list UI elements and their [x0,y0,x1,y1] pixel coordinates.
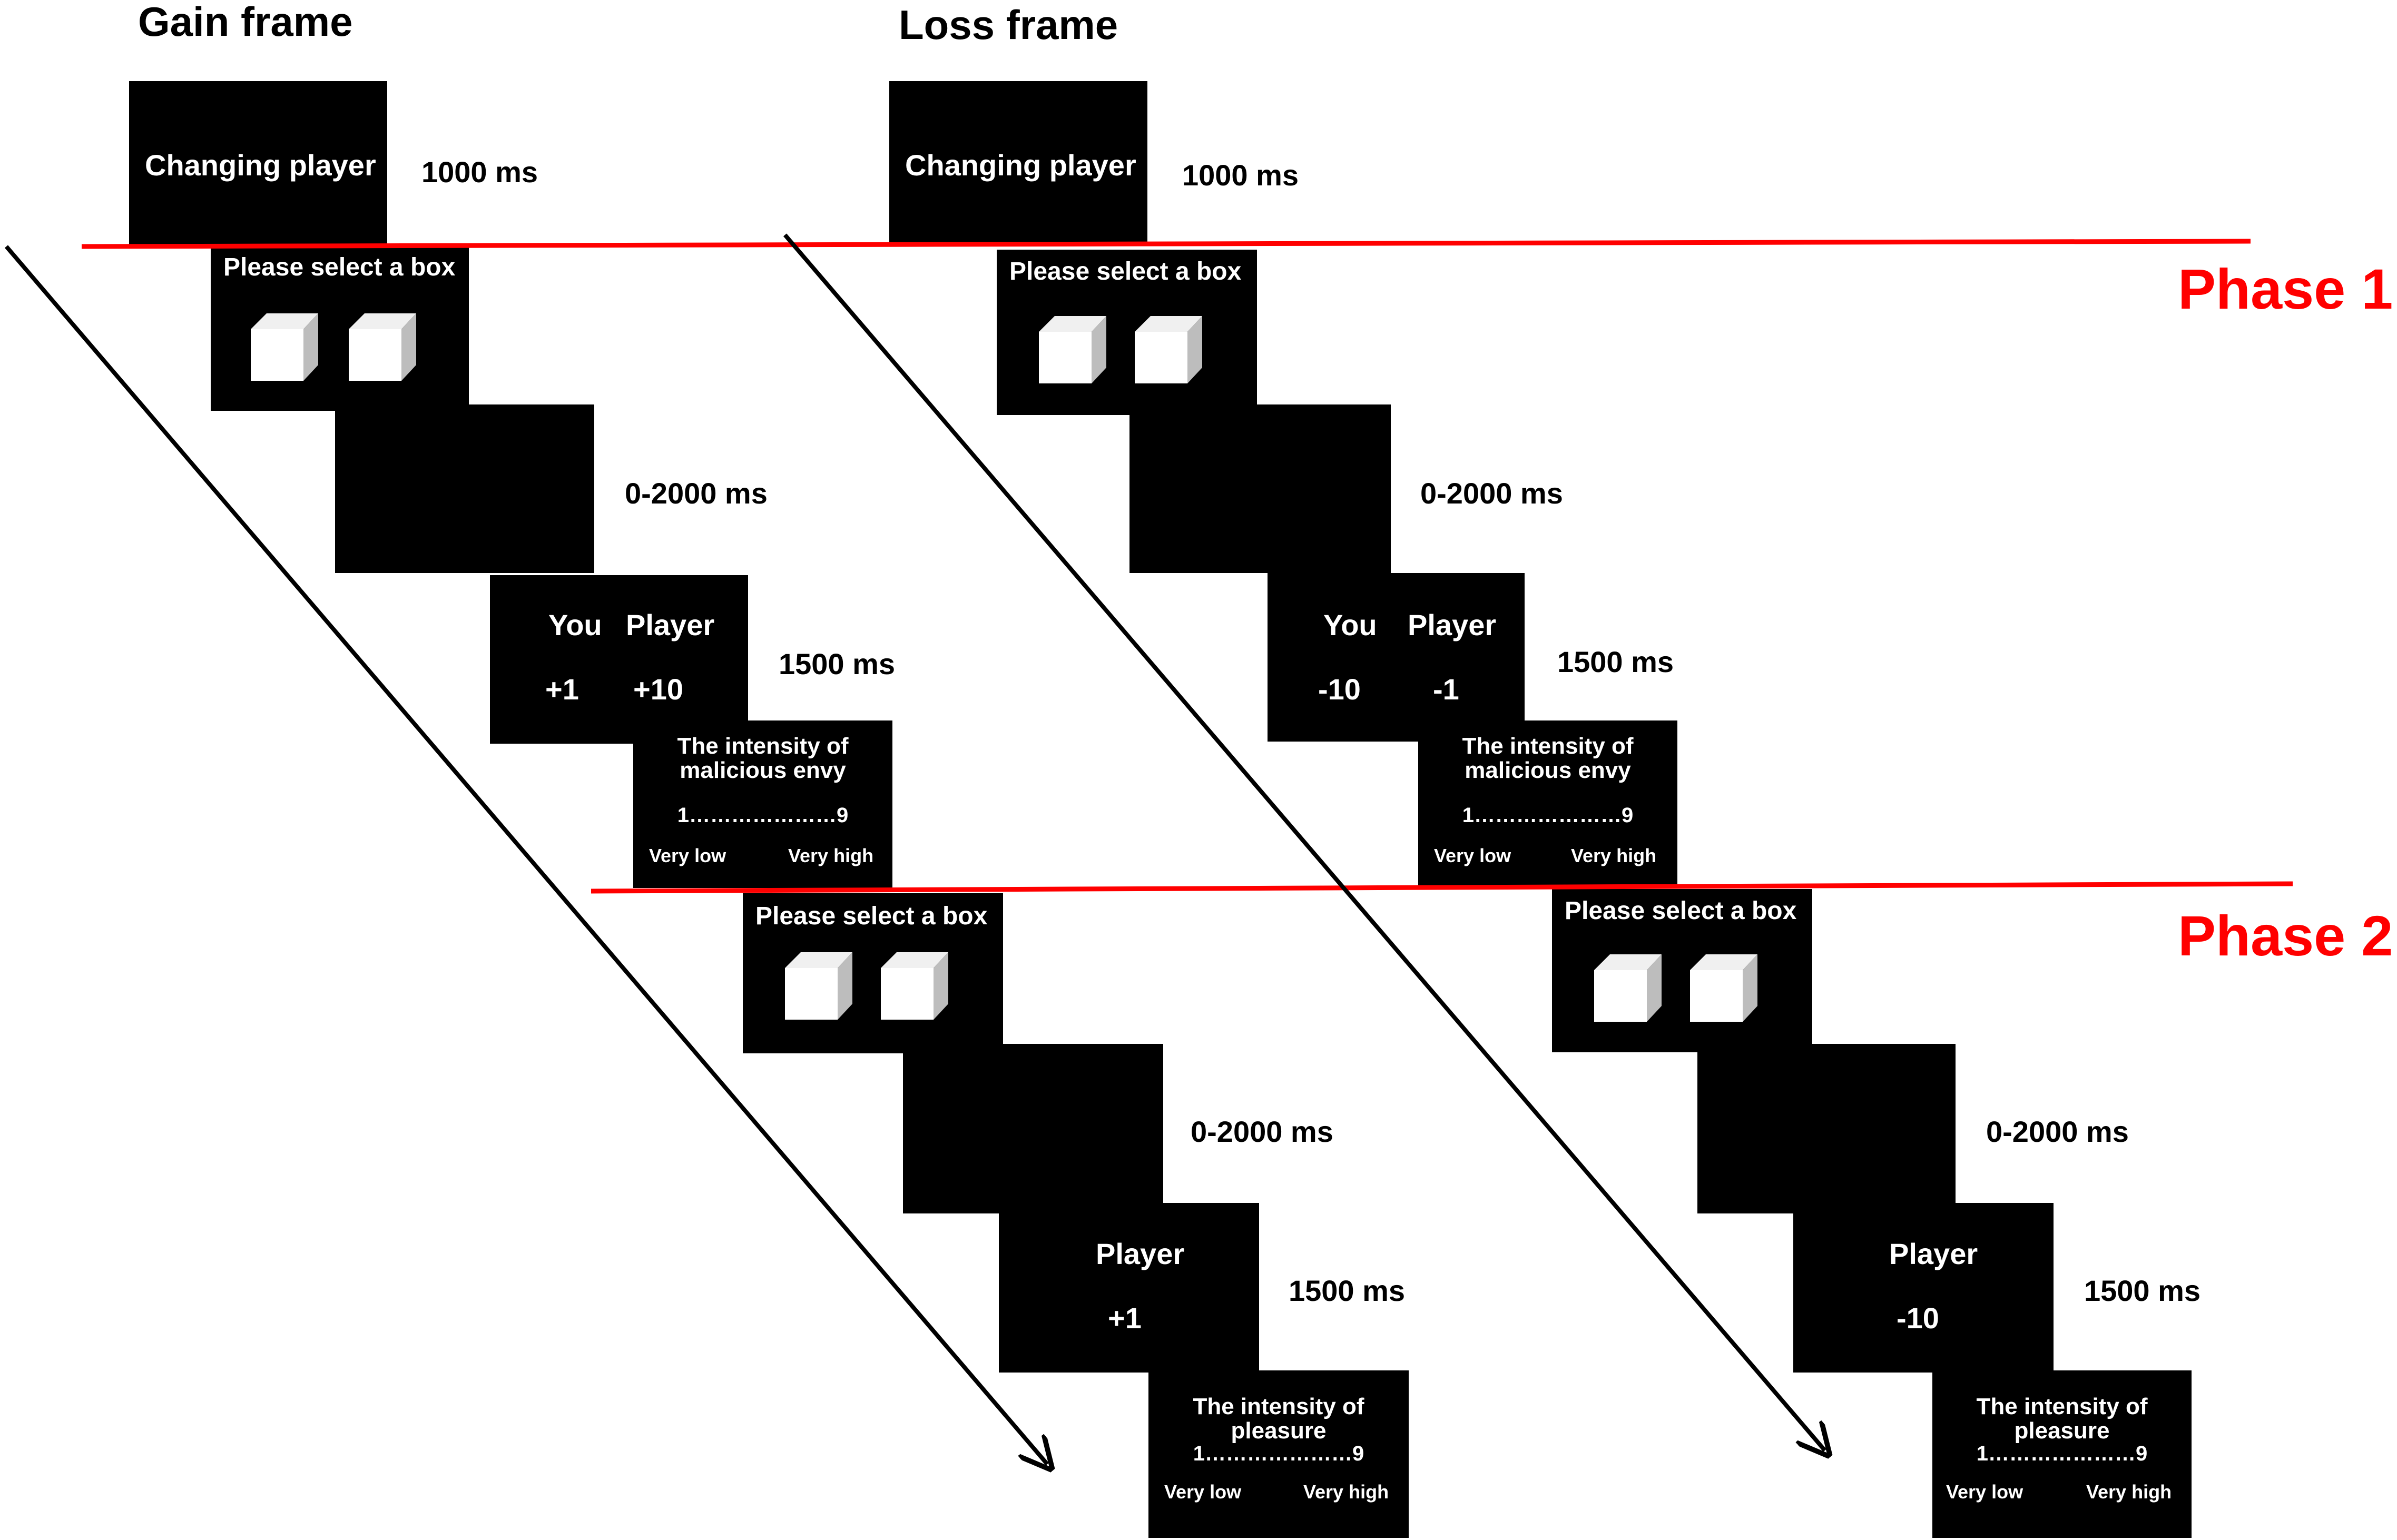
box-icon [349,313,416,381]
gain-blank-screen-2 [903,1044,1163,1213]
scale-low-label: Very low [649,845,726,866]
player-label: Player [1096,1237,1185,1270]
you-label: You [1323,608,1377,641]
rating-question-line1: The intensity of [1193,1394,1364,1419]
box-icon [251,313,318,381]
scale-high-label: Very high [2086,1481,2172,1503]
rating-scale: 1…………………9 [677,804,849,827]
rating-scale: 1…………………9 [1462,804,1634,827]
player-label: Player [1889,1237,1978,1270]
scale-high-label: Very high [788,845,874,866]
player-value: -10 [1897,1301,1939,1335]
gain-select-box-screen-1: Please select a box [211,248,469,411]
box-icon [1690,954,1757,1022]
rating-scale: 1…………………9 [1193,1442,1364,1465]
select-box-label: Please select a box [223,253,456,281]
player-value: +1 [1108,1301,1142,1335]
scale-high-label: Very high [1571,845,1657,866]
scale-low-label: Very low [1946,1481,2023,1503]
loss-changing-player-screen: Changing player [889,81,1147,244]
gain-outcome-screen-2: Player +1 [999,1203,1259,1373]
box-icon [1039,316,1106,383]
gain-select-box-screen-2: Please select a box [743,893,1003,1053]
box-icon [881,952,948,1020]
loss-wait-timing-1: 0-2000 ms [1420,477,1563,510]
select-box-label: Please select a box [1009,258,1242,285]
loss-outcome-screen-1: You Player -10 -1 [1268,573,1525,742]
gain-timeline-arrow [4,245,1047,1464]
player-value: +10 [633,673,683,706]
gain-pleasure-rating-screen: The intensity of pleasure 1…………………9 Very… [1148,1370,1409,1538]
loss-outcome-timing-1: 1500 ms [1557,645,1674,678]
phase-2-label: Phase 2 [2178,904,2393,968]
you-label: You [548,608,602,641]
player-label: Player [1408,608,1497,641]
loss-envy-rating-screen: The intensity of malicious envy 1…………………… [1418,720,1677,888]
scale-high-label: Very high [1303,1481,1389,1503]
rating-question-line2: malicious envy [1465,757,1631,783]
rating-question-line1: The intensity of [1976,1394,2148,1419]
gain-wait-timing-2: 0-2000 ms [1191,1115,1333,1148]
loss-pleasure-rating-screen: The intensity of pleasure 1…………………9 Very… [1932,1370,2192,1538]
loss-select-box-screen-2: Please select a box [1552,889,1812,1052]
gain-envy-rating-screen: The intensity of malicious envy 1…………………… [633,720,892,888]
rating-question-line1: The intensity of [677,733,849,759]
gain-outcome-timing-1: 1500 ms [779,647,896,680]
you-value: -10 [1318,673,1361,706]
rating-scale: 1…………………9 [1976,1442,2148,1465]
you-value: +1 [545,673,579,706]
loss-outcome-screen-2: Player -10 [1793,1203,2054,1373]
player-label: Player [626,608,715,641]
player-value: -1 [1433,673,1459,706]
loss-changing-timing: 1000 ms [1182,159,1299,192]
gain-frame-title: Gain frame [138,0,353,45]
box-icon [1135,316,1202,383]
loss-outcome-timing-2: 1500 ms [2084,1274,2201,1307]
gain-blank-screen-1 [335,404,594,573]
loss-blank-screen-2 [1697,1044,1956,1213]
rating-question-line2: pleasure [2014,1418,2110,1444]
gain-outcome-timing-2: 1500 ms [1289,1274,1406,1307]
changing-player-label: Changing player [145,149,376,182]
loss-wait-timing-2: 0-2000 ms [1986,1115,2129,1148]
gain-changing-timing: 1000 ms [421,155,538,189]
phase-2-line [591,881,2293,894]
select-box-label: Please select a box [755,902,988,930]
gain-wait-timing-1: 0-2000 ms [625,477,768,510]
phase-1-label: Phase 1 [2178,257,2393,321]
select-box-label: Please select a box [1565,897,1797,925]
phase-1-line [81,239,2251,249]
scale-low-label: Very low [1164,1481,1242,1503]
changing-player-label: Changing player [905,149,1136,182]
rating-question-line1: The intensity of [1462,733,1634,759]
scale-low-label: Very low [1434,845,1511,866]
gain-outcome-screen-1: You Player +1 +10 [490,575,748,744]
rating-question-line2: pleasure [1231,1418,1327,1444]
loss-frame-title: Loss frame [899,2,1118,48]
loss-blank-screen-1 [1129,404,1391,573]
box-icon [1594,954,1662,1022]
box-icon [785,952,852,1020]
loss-timeline-arrow [783,233,1825,1450]
gain-changing-player-screen: Changing player [129,81,387,244]
rating-question-line2: malicious envy [680,757,846,783]
loss-select-box-screen-1: Please select a box [997,250,1257,415]
